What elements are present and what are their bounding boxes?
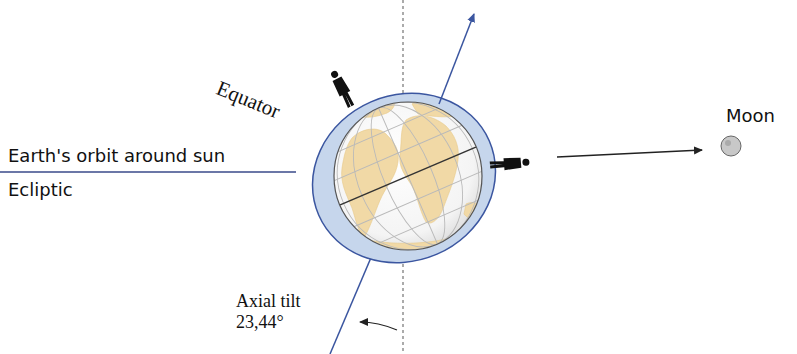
equatorial-bulge [286, 65, 523, 291]
orbit-label: Earth's orbit around sun [8, 146, 225, 167]
continents [306, 75, 510, 277]
equator-label: Equator [213, 76, 284, 123]
ecliptic-line [0, 171, 296, 172]
person-figure [490, 156, 530, 171]
person-figure [328, 68, 357, 109]
tilt-label: Axial tilt 23,44° [236, 291, 346, 332]
moon: Moon [714, 106, 775, 127]
pointer-arrow [557, 150, 702, 157]
equator-line [326, 141, 490, 211]
moon-label: Moon [714, 106, 775, 127]
angle-arrow [360, 322, 397, 330]
ecliptic-label: Ecliptic [8, 180, 73, 201]
rotation-axis [439, 14, 474, 104]
